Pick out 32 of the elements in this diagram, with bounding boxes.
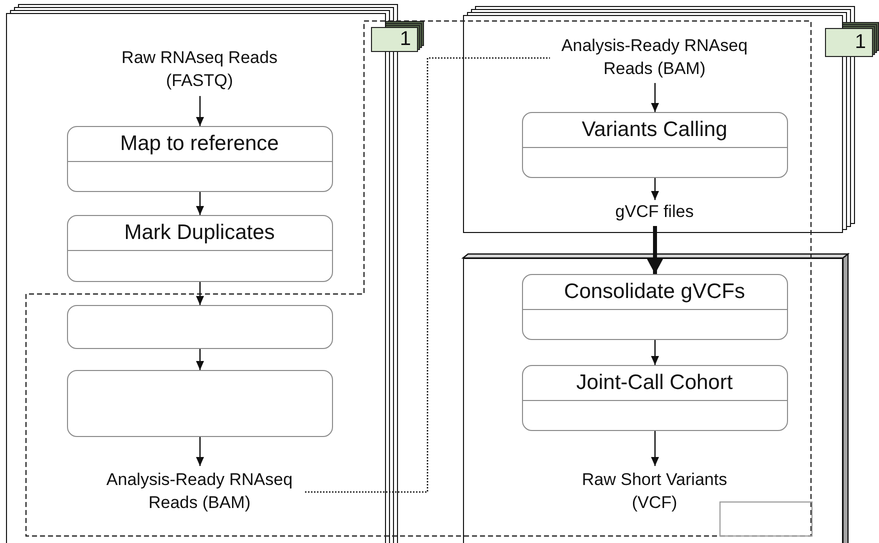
arrow xyxy=(651,340,659,365)
step-number-tag: 1 xyxy=(825,28,873,57)
arrow xyxy=(651,431,659,466)
empty-step-box xyxy=(66,370,332,436)
data-label: Analysis-Ready RNAseq Reads (BAM) xyxy=(94,466,304,518)
stacked-panel xyxy=(6,13,386,543)
step-title: Joint-Call Cohort xyxy=(576,370,733,394)
step-title: Mark Duplicates xyxy=(124,220,275,244)
process-box xyxy=(522,274,788,340)
data-label: gVCF files xyxy=(594,200,714,226)
process-box xyxy=(66,214,332,282)
step-number-tag: 1 xyxy=(371,27,418,52)
arrow xyxy=(196,349,204,370)
arrow xyxy=(651,178,659,200)
arrow xyxy=(651,83,659,112)
arrow xyxy=(196,437,204,466)
data-label: Raw Short Variants (VCF) xyxy=(564,466,744,518)
arrow xyxy=(196,96,204,126)
step-title: Variants Calling xyxy=(582,118,728,142)
empty-step-box xyxy=(66,304,332,348)
process-box xyxy=(66,126,332,192)
process-box xyxy=(522,112,788,178)
arrow xyxy=(196,192,204,215)
data-label: Analysis-Ready RNAseq Reads (BAM) xyxy=(550,32,760,82)
stacked-panel xyxy=(463,15,843,233)
process-box xyxy=(522,364,788,430)
step-title: Consolidate gVCFs xyxy=(564,280,745,304)
connector-line xyxy=(305,57,550,493)
arrow xyxy=(647,226,663,274)
step-title: Map to reference xyxy=(120,132,279,156)
arrow xyxy=(196,282,204,305)
data-label: Raw RNAseq Reads (FASTQ) xyxy=(114,44,284,96)
